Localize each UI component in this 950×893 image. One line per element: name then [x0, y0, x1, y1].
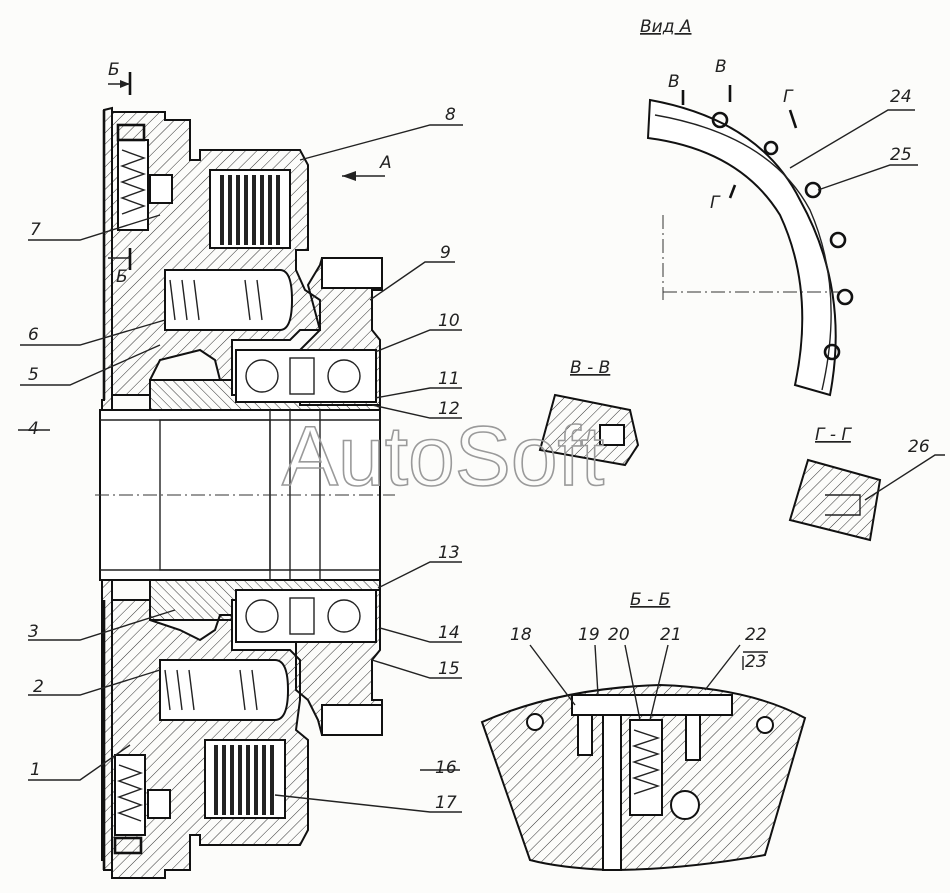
callout-23: 23: [745, 652, 767, 672]
cut-b-top: Б: [108, 60, 120, 80]
callout-20: 20: [608, 625, 630, 645]
upper-spring: [169, 279, 263, 321]
callout-1: 1: [30, 760, 41, 780]
cut-g-top: Г: [783, 87, 794, 107]
view-a-segment: [646, 85, 918, 397]
upper-disc-pack: [220, 175, 280, 245]
callout-9: 9: [440, 243, 451, 263]
main-section-view: [95, 106, 395, 879]
callout-11: 11: [438, 369, 460, 389]
section-v-v: [538, 393, 640, 467]
callout-24: 24: [890, 87, 912, 107]
callout-19: 19: [578, 625, 600, 645]
lower-disc-pack: [214, 745, 274, 815]
callout-17: 17: [435, 793, 457, 813]
callout-4: 4: [28, 419, 39, 439]
section-g-title: Г - Г: [815, 425, 852, 445]
callout-22: 22: [745, 625, 767, 645]
callout-14: 14: [438, 623, 460, 643]
callout-5: 5: [28, 365, 39, 385]
lower-spring: [164, 669, 258, 711]
callout-2: 2: [33, 677, 44, 697]
cut-g-left: Г: [710, 193, 721, 213]
section-g-g: [788, 454, 945, 542]
leader-lines: [18, 124, 463, 813]
cut-v-right: В: [715, 57, 727, 77]
callout-10: 10: [438, 311, 460, 331]
upper-valve-spring: [119, 149, 147, 215]
section-b-title: Б - Б: [630, 590, 670, 610]
callout-3: 3: [28, 622, 39, 642]
callout-18: 18: [510, 625, 532, 645]
callout-25: 25: [890, 145, 912, 165]
callout-6: 6: [28, 325, 39, 345]
callout-16: 16: [435, 758, 457, 778]
section-b-b: [480, 644, 807, 872]
callout-8: 8: [445, 105, 456, 125]
arrow-a-label: А: [379, 153, 392, 173]
callout-12: 12: [438, 399, 460, 419]
callout-7: 7: [30, 220, 41, 240]
callout-21: 21: [660, 625, 682, 645]
cut-v-left: В: [668, 72, 680, 92]
cut-b-mid: Б: [116, 267, 128, 287]
watermark: AutoSoft: [282, 409, 604, 503]
callout-13: 13: [438, 543, 460, 563]
lower-valve-spring: [116, 764, 144, 822]
callout-26: 26: [908, 437, 930, 457]
view-a-title: Вид А: [640, 17, 692, 37]
cut-marks: [108, 72, 385, 270]
section-v-title: В - В: [570, 358, 610, 378]
callout-15: 15: [438, 659, 460, 679]
